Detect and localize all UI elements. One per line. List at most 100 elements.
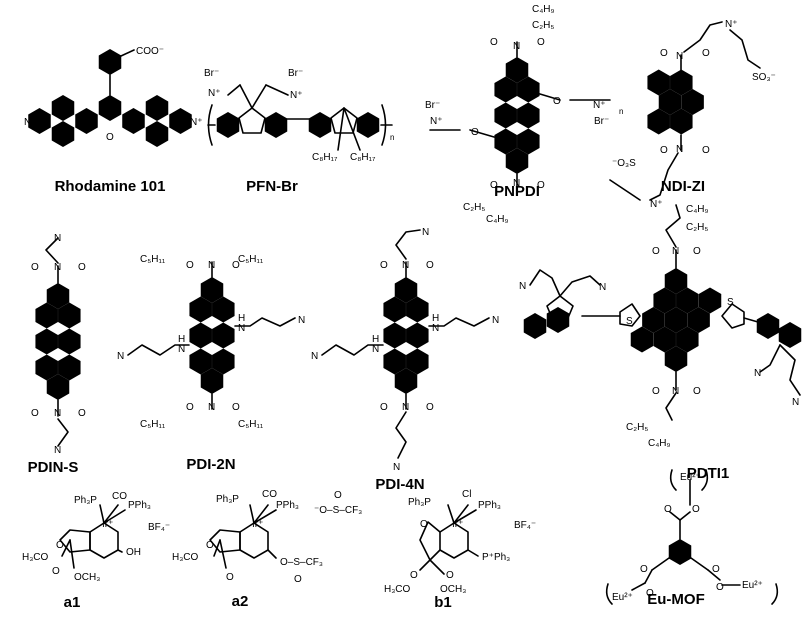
pdti1-o1-label: O <box>652 246 660 257</box>
pdti1-c2b-label: C₂H₅ <box>626 422 648 433</box>
pdi2n-n1-label: N <box>208 260 215 271</box>
pdi4n-nn2-label: N <box>492 315 499 326</box>
pfn-n2-label: N⁺ <box>290 90 303 101</box>
b1-ph2-label: PPh₃ <box>478 500 501 511</box>
pdi2n-o4-label: O <box>232 402 240 413</box>
ndi-o3-label: O <box>660 145 668 156</box>
a1-o2-label: O <box>52 566 60 577</box>
rhodamine-n2-label: N⁺ <box>190 117 203 128</box>
b1-est2-label: OCH₃ <box>440 584 466 595</box>
pdi-4n-name: PDI-4N <box>375 476 424 493</box>
pdin-o3-label: O <box>31 408 39 419</box>
pnpdi-o3-label: O <box>553 96 561 107</box>
pdi2n-c4-label: C₅H₁₁ <box>238 419 264 430</box>
pdi4n-nh2-label: H <box>432 313 439 324</box>
pdi2n-c1-label: C₅H₁₁ <box>140 254 166 265</box>
pnpdi-structure <box>429 41 611 189</box>
pdti1-s1-label: S <box>626 316 633 327</box>
pfn-r2-label: C₈H₁₇ <box>350 152 376 163</box>
eumof-eu2-label: Eu²⁺ <box>612 592 633 603</box>
pnpdi-name: PNPDI <box>494 183 540 200</box>
pdti1-o4-label: O <box>693 386 701 397</box>
pdin-o1-label: O <box>31 262 39 273</box>
ndi-n2-label: N⁺ <box>650 199 663 210</box>
b1-bf4-label: BF₄⁻ <box>514 520 536 531</box>
pdin-n1-label: N <box>54 233 61 244</box>
pnpdi-o4-label: O <box>471 127 479 138</box>
pdti1-n4-label: N <box>792 397 799 408</box>
pdti1-structure <box>523 204 802 421</box>
pnpdi-n-label: n <box>619 107 623 116</box>
pdi-2n-name: PDI-2N <box>186 456 235 473</box>
rhodamine-n1-label: N <box>24 117 31 128</box>
pdin-n4-label: N <box>54 445 61 456</box>
pdi2n-nl-label: N <box>178 344 185 355</box>
a1-est2-label: OCH₃ <box>74 572 100 583</box>
pdti1-n1-label: N <box>519 281 526 292</box>
pdi2n-nr-label: N <box>238 323 245 334</box>
pfn-br-structure <box>207 84 393 151</box>
ndi-n4-label: N <box>676 144 683 155</box>
ndi-n3-label: N <box>676 51 683 62</box>
a2-ph2-label: PPh₃ <box>276 500 299 511</box>
pdti1-c4b-label: C₄H₉ <box>648 438 671 449</box>
ndi-o4-label: O <box>702 145 710 156</box>
eumof-o3-label: O <box>640 564 648 575</box>
eumof-o5-label: O <box>712 564 720 575</box>
ndi-zi-name: NDI-ZI <box>661 178 705 195</box>
b1-o2-label: O <box>410 570 418 581</box>
pdti1-c2a-label: C₂H₅ <box>686 222 708 233</box>
a1-ir-label: Ir⁺ <box>102 519 113 530</box>
a1-ph2-label: PPh₃ <box>128 500 151 511</box>
pnpdi-c2b-label: C₂H₅ <box>463 202 485 213</box>
pnpdi-o6-label: O <box>537 180 545 191</box>
pdi4n-nh1-label: H <box>372 334 379 345</box>
eumof-eu1-label: Eu²⁺ <box>680 472 701 483</box>
pdi2n-nh2-label: H <box>238 313 245 324</box>
pdin-n3-label: N <box>54 408 61 419</box>
pdi2n-c2-label: C₅H₁₁ <box>238 254 264 265</box>
ndi-so2-label: ⁻O₃S <box>612 158 636 169</box>
pdi4n-nr-label: N <box>432 323 439 334</box>
pdti1-c4a-label: C₄H₉ <box>686 204 709 215</box>
rhodamine-101-structure <box>28 49 192 147</box>
pnpdi-n2-label: N⁺ <box>593 100 606 111</box>
b1-name: b1 <box>434 594 452 611</box>
a2-name: a2 <box>232 593 249 610</box>
ndi-n1-label: N⁺ <box>725 19 738 30</box>
a1-o1-label: O <box>56 540 64 551</box>
pdin-o4-label: O <box>78 408 86 419</box>
pdi4n-n1-label: N <box>422 227 429 238</box>
eumof-o1-label: O <box>664 504 672 515</box>
pdi4n-o2-label: O <box>426 260 434 271</box>
pdi4n-n4-label: N <box>393 462 400 473</box>
a1-bf4-label: BF₄⁻ <box>148 522 170 533</box>
pfn-br1-label: Br⁻ <box>204 68 219 79</box>
a2-o1-label: O <box>206 540 214 551</box>
pdi2n-o2-label: O <box>232 260 240 271</box>
pdi4n-nl-label: N <box>372 344 379 355</box>
a1-co-label: CO <box>112 491 127 502</box>
pfn-n-label: n <box>390 133 394 142</box>
pfn-br-name: PFN-Br <box>246 178 298 195</box>
pnpdi-n1-label: N⁺ <box>430 116 443 127</box>
ndi-o1-label: O <box>660 48 668 59</box>
pnpdi-br2-label: Br⁻ <box>594 116 609 127</box>
pfn-r1-label: C₈H₁₇ <box>312 152 338 163</box>
rhodamine-101-name: Rhodamine 101 <box>55 178 166 195</box>
eumof-o2-label: O <box>692 504 700 515</box>
pdti1-n5-label: N <box>672 246 679 257</box>
pdti1-n6-label: N <box>672 386 679 397</box>
a1-structure <box>59 504 126 569</box>
a2-co-label: CO <box>262 489 277 500</box>
pdin-s-structure <box>35 237 81 447</box>
pdi2n-nn1-label: N <box>117 351 124 362</box>
pdi4n-o4-label: O <box>426 402 434 413</box>
pdti1-n2-label: N <box>599 282 606 293</box>
b1-ir-label: Ir⁺ <box>452 519 463 530</box>
ndi-zi-structure <box>609 21 761 201</box>
a2-tf2-label: O–S–CF₃ <box>280 557 323 568</box>
pnpdi-br1-label: Br⁻ <box>425 100 440 111</box>
